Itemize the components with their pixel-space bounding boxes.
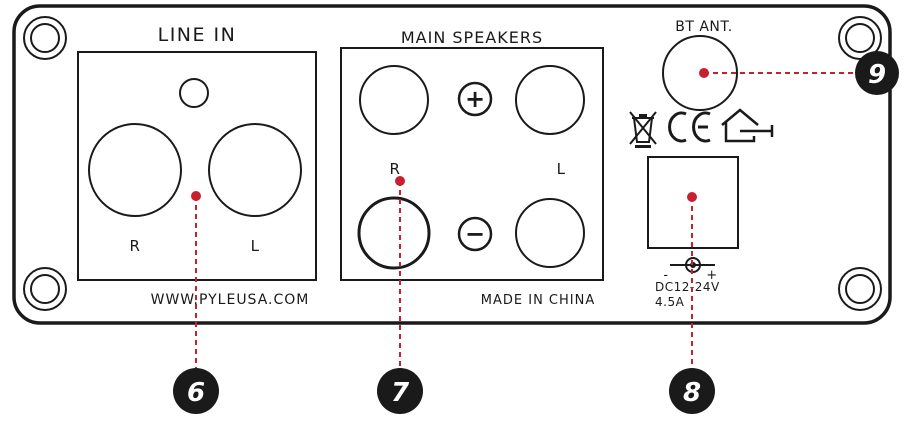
screw-bottom-right [838,267,882,311]
svg-text:9: 9 [868,60,886,90]
dc-minus-label: - [663,268,668,283]
callout-9: 9 [855,51,899,95]
screw-bottom-left [23,267,67,311]
line-in-r-label: R [130,237,141,255]
minus-symbol: − [457,216,493,252]
rear-panel-outline [12,4,892,325]
speaker-terminal-l-plus[interactable] [515,65,585,135]
speaker-terminal-l-minus[interactable] [515,198,585,268]
svg-text:+: + [465,85,485,113]
leader-dot-6 [191,191,201,201]
weee-bin-icon [629,111,657,148]
ce-mark-icon [668,111,711,143]
dc-voltage-label: DC12-24V [655,280,720,294]
speakers-l-label: L [557,160,566,178]
dc-current-label: 4.5A [655,295,685,309]
screw-top-left [23,16,67,60]
leader-dot-7 [395,176,405,186]
callout-6: 6 [173,368,219,414]
dc-plus-label: + [706,268,717,283]
svg-text:6: 6 [187,378,205,408]
dc-power-input[interactable] [647,156,739,249]
plus-symbol: + [457,81,493,117]
line-in-title: LINE IN [158,24,237,46]
line-in-jack-r[interactable] [88,123,182,217]
callout-7: 7 [377,368,423,414]
screw-top-right [838,16,882,60]
speakers-r-label: R [390,160,401,178]
leader-dot-8 [687,192,697,202]
main-speakers-title: MAIN SPEAKERS [401,28,543,47]
leader-dot-9 [699,68,709,78]
speaker-terminal-r-plus[interactable] [359,65,429,135]
line-in-jack-l[interactable] [208,123,302,217]
svg-text:7: 7 [391,378,410,408]
callout-8: 8 [669,368,715,414]
website-text: WWW.PYLEUSA.COM [151,292,310,308]
indoor-use-icon [721,108,774,143]
svg-text:8: 8 [683,378,701,408]
bt-antenna-connector[interactable] [662,35,738,111]
svg-text:−: − [465,220,485,248]
speaker-terminal-r-minus[interactable] [357,196,431,270]
line-in-small-hole [179,78,209,108]
line-in-l-label: L [251,237,260,255]
bt-antenna-label: BT ANT. [675,19,733,35]
main-speakers-box [340,47,604,281]
made-in-text: MADE IN CHINA [481,293,595,308]
